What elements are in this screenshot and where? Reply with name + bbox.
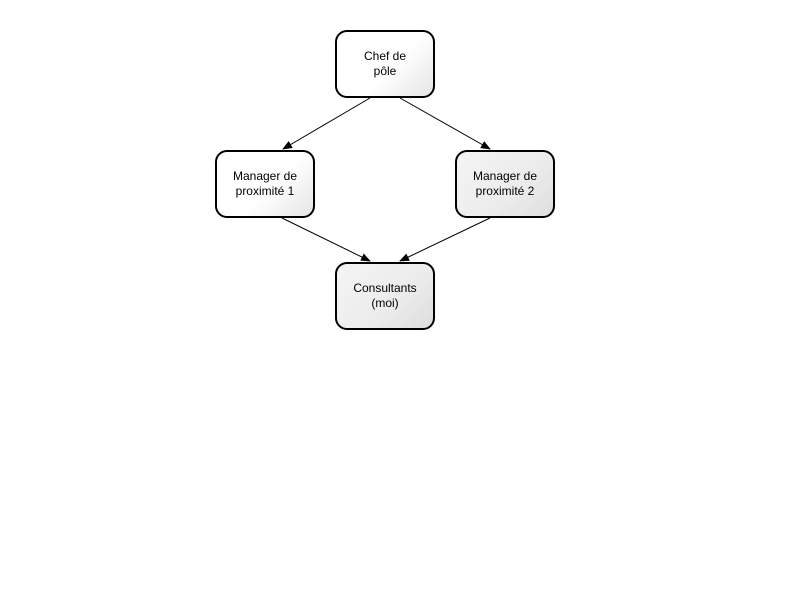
node-label-line: Chef de xyxy=(363,49,407,63)
node-chef-de-pole[interactable]: Chef de pôle xyxy=(335,30,435,98)
edge-chef-to-manager-2 xyxy=(399,97,491,150)
node-label-line: Manager de xyxy=(232,169,298,183)
node-label: Consultants (moi) xyxy=(353,281,416,311)
node-consultants[interactable]: Consultants (moi) xyxy=(335,262,435,330)
node-label-line: Consultants xyxy=(353,281,417,295)
edge-manager-1-to-consultants xyxy=(281,217,371,262)
edge-manager-2-to-consultants xyxy=(399,217,491,262)
node-manager-proximite-1[interactable]: Manager de proximité 1 xyxy=(215,150,315,218)
edge-chef-to-manager-1 xyxy=(282,97,371,150)
node-manager-proximite-2[interactable]: Manager de proximité 2 xyxy=(455,150,555,218)
node-label: Chef de pôle xyxy=(364,49,406,79)
node-label: Manager de proximité 2 xyxy=(473,169,537,199)
node-label-line: Manager de xyxy=(472,169,538,183)
node-label-line: proximité 1 xyxy=(235,184,295,198)
node-label-line: proximité 2 xyxy=(475,184,535,198)
node-label-line: (moi) xyxy=(371,296,399,310)
node-label-line: pôle xyxy=(373,64,397,78)
node-label: Manager de proximité 1 xyxy=(233,169,297,199)
